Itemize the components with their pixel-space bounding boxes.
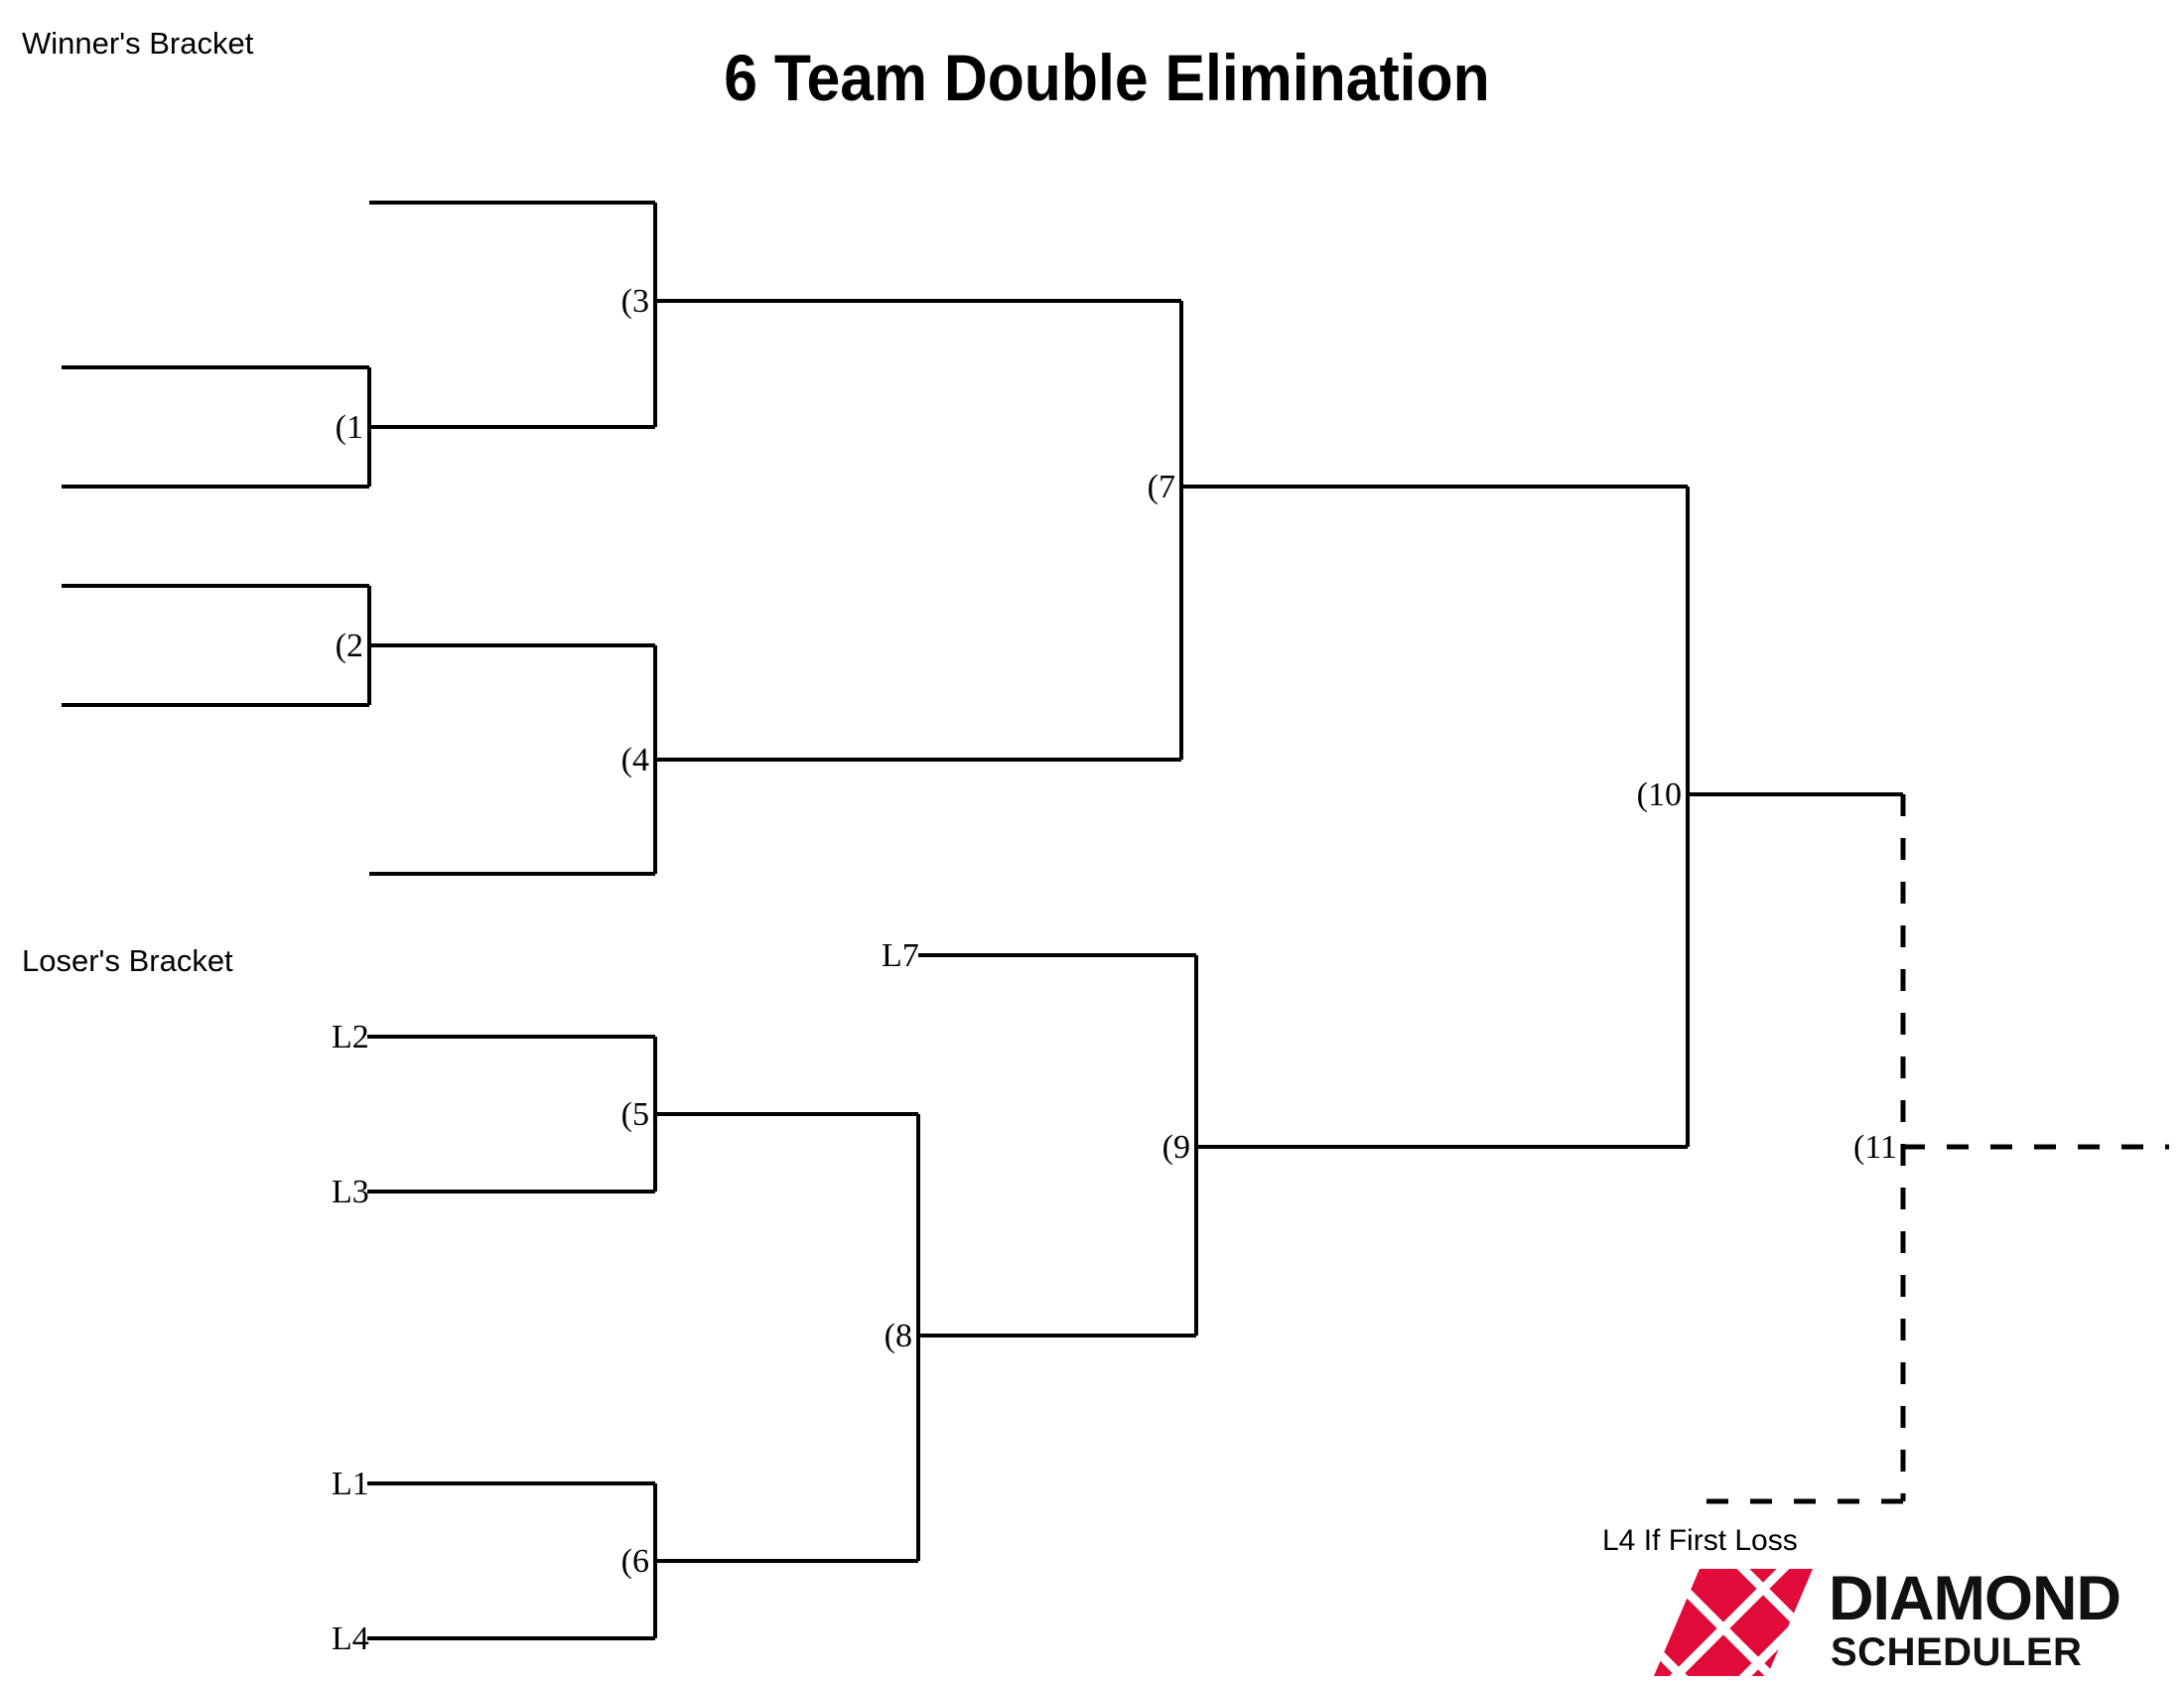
diamond-lattice-icon bbox=[1654, 1569, 1813, 1676]
game-2-lines bbox=[62, 584, 655, 707]
seed-label-l1: L1 bbox=[332, 1466, 369, 1502]
game-9-lines bbox=[918, 953, 1688, 1336]
game-label-9: (9 bbox=[1161, 1129, 1190, 1166]
losers-bracket-heading: Loser's Bracket bbox=[22, 943, 233, 978]
game-6-lines bbox=[367, 1481, 918, 1640]
logo-word-diamond: DIAMOND bbox=[1829, 1564, 2121, 1633]
game-label-5: (5 bbox=[620, 1096, 649, 1133]
seed-label-l2: L2 bbox=[332, 1019, 369, 1055]
game-1-lines bbox=[62, 365, 655, 489]
game-10-lines bbox=[1686, 487, 1903, 1147]
diamond-scheduler-logo: DIAMOND SCHEDULER bbox=[1654, 1564, 2168, 1676]
game-label-10: (10 bbox=[1636, 776, 1682, 813]
game-11-lines bbox=[1688, 794, 2169, 1504]
game-5-lines bbox=[367, 1035, 918, 1194]
seed-label-l7: L7 bbox=[882, 937, 919, 974]
seed-label-l4: L4 bbox=[332, 1620, 369, 1657]
page-title: 6 Team Double Elimination bbox=[724, 41, 1490, 114]
game-label-8: (8 bbox=[884, 1318, 912, 1354]
game-label-1: (1 bbox=[335, 409, 363, 446]
winners-bracket-heading: Winner's Bracket bbox=[22, 26, 254, 61]
game-4-lines bbox=[369, 645, 1181, 876]
game-label-6: (6 bbox=[620, 1543, 649, 1580]
game-3-lines bbox=[369, 201, 1181, 427]
game-7-lines bbox=[1179, 301, 1688, 760]
game-label-4: (4 bbox=[620, 742, 649, 778]
game-label-11: (11 bbox=[1852, 1129, 1897, 1166]
seed-label-l3: L3 bbox=[332, 1174, 369, 1210]
game-label-7: (7 bbox=[1147, 469, 1175, 505]
logo-wordmark: DIAMOND SCHEDULER bbox=[1829, 1564, 2168, 1676]
game-label-2: (2 bbox=[335, 628, 363, 664]
game-8-lines bbox=[916, 1114, 1196, 1561]
first-loss-note: L4 If First Loss bbox=[1602, 1524, 1798, 1557]
game-label-3: (3 bbox=[620, 283, 649, 320]
logo-word-scheduler: SCHEDULER bbox=[1831, 1630, 2083, 1674]
